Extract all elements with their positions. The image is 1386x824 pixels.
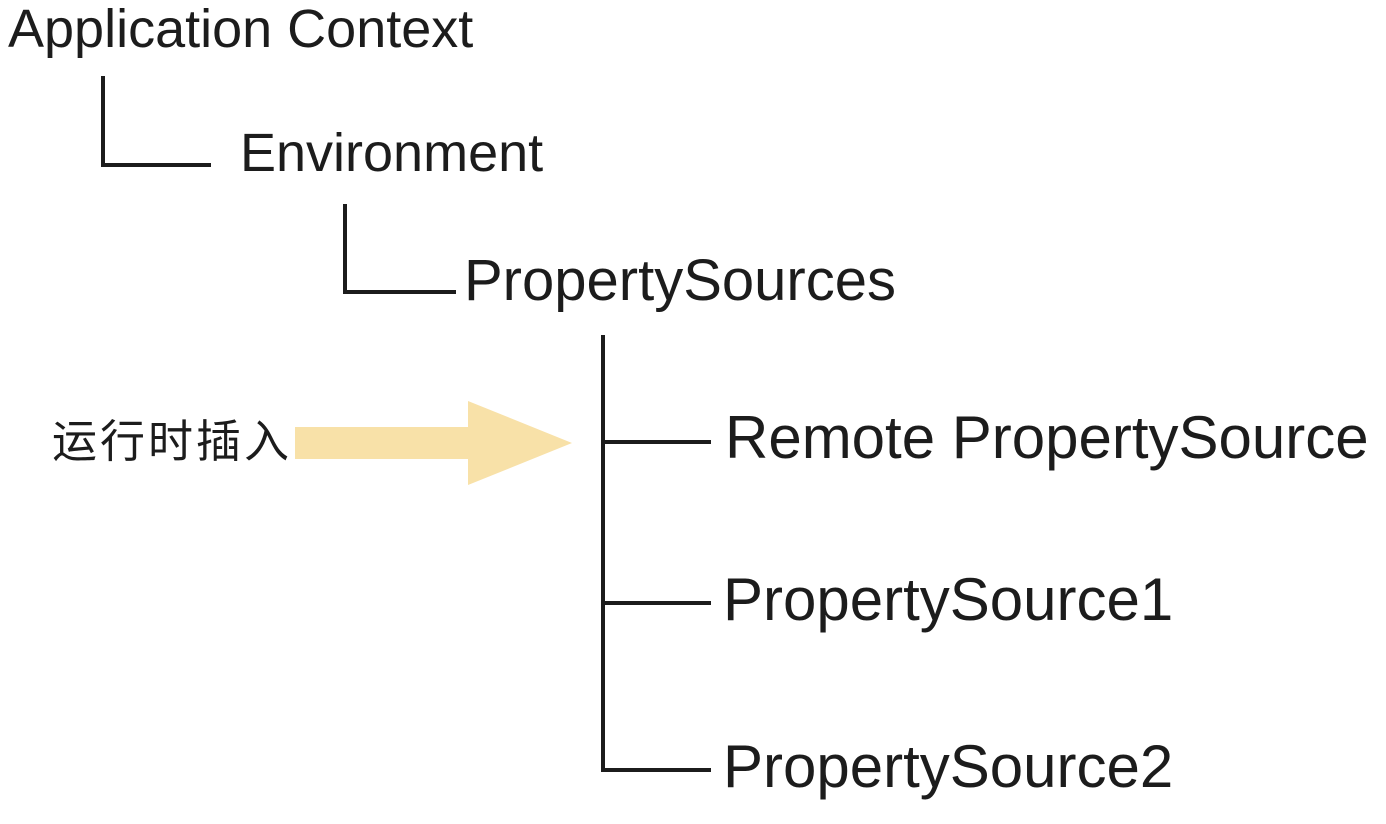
connector-branch-remote-propertysource	[601, 440, 711, 444]
node-remote-propertysource: Remote PropertySource	[725, 404, 1369, 471]
node-propertysources: PropertySources	[464, 248, 896, 313]
connector-appcontext-environment-vertical	[101, 76, 105, 167]
connector-propertysources-trunk	[601, 335, 605, 772]
node-propertysource1: PropertySource1	[723, 566, 1174, 633]
node-application-context: Application Context	[8, 0, 474, 59]
connector-branch-propertysource1	[601, 601, 711, 605]
right-arrow-icon	[295, 401, 572, 485]
node-propertysource2: PropertySource2	[723, 733, 1174, 800]
node-environment: Environment	[240, 123, 544, 183]
right-arrow-shape	[295, 401, 572, 485]
runtime-insert-label: 运行时插入	[52, 416, 293, 467]
connector-environment-propertysources-horizontal	[343, 290, 456, 294]
connector-environment-propertysources-vertical	[343, 204, 347, 294]
connector-appcontext-environment-horizontal	[101, 163, 211, 167]
connector-branch-propertysource2	[601, 768, 711, 772]
